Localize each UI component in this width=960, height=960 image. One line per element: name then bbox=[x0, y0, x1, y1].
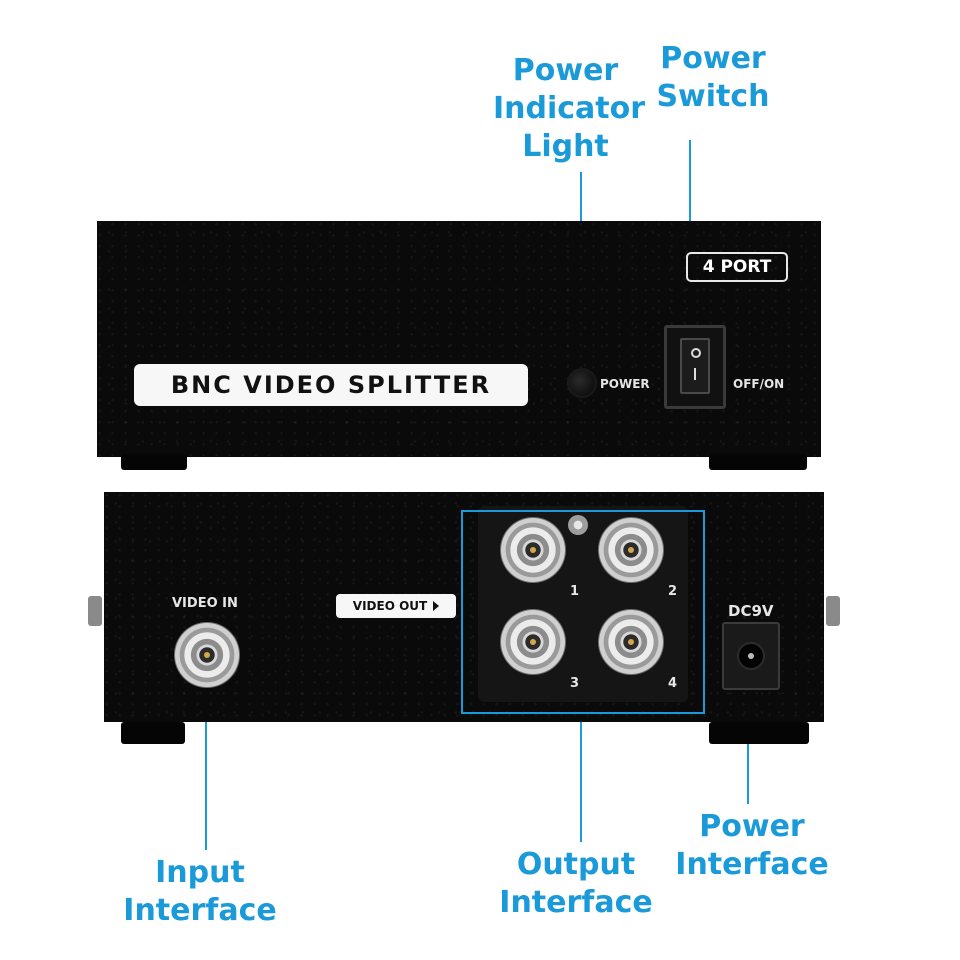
dc-power-jack[interactable] bbox=[722, 622, 780, 690]
connector-pin bbox=[628, 547, 634, 553]
power-label: POWER bbox=[600, 377, 650, 391]
dc-jack-center-pin bbox=[748, 653, 754, 659]
leader-line-input bbox=[205, 672, 207, 850]
rear-foot-right bbox=[709, 722, 809, 744]
video-out-bnc-connector-2[interactable] bbox=[598, 517, 664, 583]
switch-on-symbol-icon bbox=[691, 348, 701, 358]
power-switch[interactable] bbox=[664, 325, 726, 409]
video-out-plate: VIDEO OUT bbox=[336, 594, 456, 618]
arrow-right-icon bbox=[433, 601, 440, 611]
callout-power-indicator-light: Power Indicator Light bbox=[493, 53, 646, 164]
product-name-plate: BNC VIDEO SPLITTER bbox=[134, 364, 528, 406]
dc-jack-socket bbox=[737, 642, 765, 670]
port-count-badge: 4 PORT bbox=[686, 252, 788, 282]
rear-foot-left bbox=[121, 722, 185, 744]
video-out-label: VIDEO OUT bbox=[352, 599, 428, 613]
video-in-label: VIDEO IN bbox=[172, 596, 238, 611]
callout-power-switch: Power Switch bbox=[656, 41, 770, 114]
side-knob-left bbox=[88, 596, 102, 626]
power-indicator-led bbox=[567, 368, 597, 398]
off-on-label: OFF/ON bbox=[733, 377, 785, 391]
leader-line-output bbox=[580, 712, 582, 842]
output-interface-highlight bbox=[461, 510, 705, 714]
screw-icon bbox=[568, 515, 588, 535]
callout-input-interface: Input Interface bbox=[123, 855, 277, 928]
switch-rocker[interactable] bbox=[680, 338, 710, 394]
video-in-bnc-connector[interactable] bbox=[174, 622, 240, 688]
port-number-2: 2 bbox=[668, 584, 678, 599]
port-number-1: 1 bbox=[570, 584, 580, 599]
splitter-front-panel bbox=[97, 221, 821, 457]
front-foot-right bbox=[709, 454, 807, 470]
port-number-3: 3 bbox=[570, 676, 580, 691]
video-out-bnc-connector-3[interactable] bbox=[500, 609, 566, 675]
connector-pin bbox=[530, 547, 536, 553]
video-out-bnc-connector-4[interactable] bbox=[598, 609, 664, 675]
switch-off-symbol-icon bbox=[694, 368, 696, 380]
connector-pin bbox=[628, 639, 634, 645]
callout-output-interface: Output Interface bbox=[499, 847, 653, 920]
front-foot-left bbox=[121, 454, 187, 470]
connector-pin bbox=[530, 639, 536, 645]
side-knob-right bbox=[826, 596, 840, 626]
dc9v-label: DC9V bbox=[728, 602, 774, 620]
video-out-bnc-connector-1[interactable] bbox=[500, 517, 566, 583]
callout-power-interface: Power Interface bbox=[675, 809, 829, 882]
connector-pin bbox=[204, 652, 210, 658]
port-number-4: 4 bbox=[668, 676, 678, 691]
